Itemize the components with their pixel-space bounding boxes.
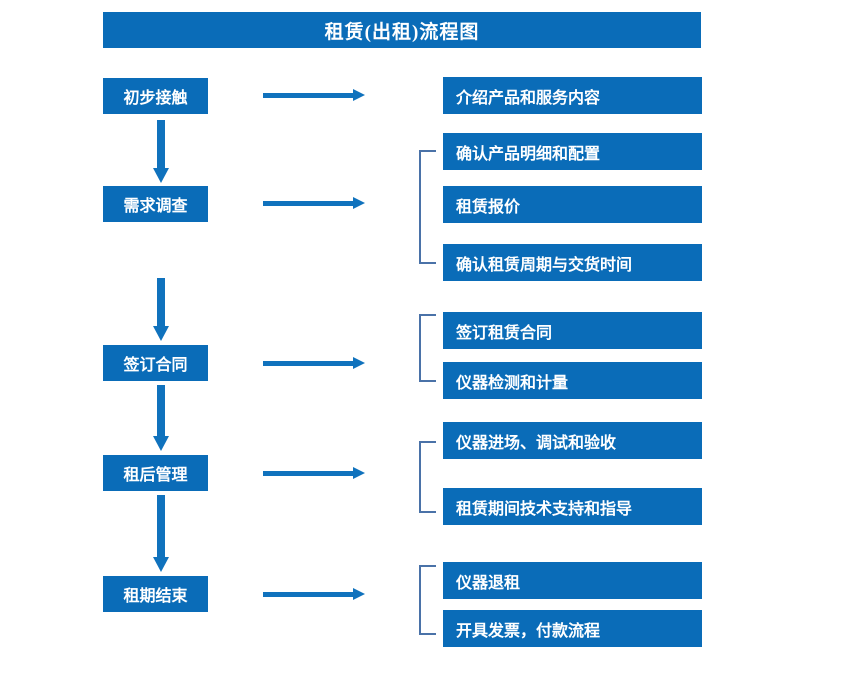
detail-box-2-1[interactable]: 确认产品明细和配置 <box>443 133 702 170</box>
detail-box-4-1[interactable]: 仪器进场、调试和验收 <box>443 422 702 459</box>
horizontal-arrow-4 <box>263 467 366 479</box>
page-title: 租赁(出租)流程图 <box>103 12 701 48</box>
stage-box-2[interactable]: 需求调查 <box>103 186 208 222</box>
group-bracket-4 <box>419 441 436 513</box>
vertical-arrow-4-5 <box>150 495 172 573</box>
vertical-arrow-2-3 <box>150 278 172 342</box>
horizontal-arrow-1 <box>263 89 366 101</box>
stage-box-5[interactable]: 租期结束 <box>103 576 208 612</box>
detail-box-3-1[interactable]: 签订租赁合同 <box>443 312 702 349</box>
vertical-arrow-1-2 <box>150 120 172 184</box>
detail-box-5-1[interactable]: 仪器退租 <box>443 562 702 599</box>
horizontal-arrow-3 <box>263 357 366 369</box>
stage-box-4[interactable]: 租后管理 <box>103 455 208 491</box>
detail-box-1-1[interactable]: 介绍产品和服务内容 <box>443 77 702 114</box>
horizontal-arrow-2 <box>263 197 366 209</box>
horizontal-arrow-5 <box>263 588 366 600</box>
stage-box-3[interactable]: 签订合同 <box>103 345 208 381</box>
group-bracket-5 <box>419 565 436 635</box>
group-bracket-3 <box>419 314 436 382</box>
stage-box-1[interactable]: 初步接触 <box>103 78 208 114</box>
detail-box-2-2[interactable]: 租赁报价 <box>443 186 702 223</box>
detail-box-2-3[interactable]: 确认租赁周期与交货时间 <box>443 244 702 281</box>
detail-box-5-2[interactable]: 开具发票，付款流程 <box>443 610 702 647</box>
detail-box-4-2[interactable]: 租赁期间技术支持和指导 <box>443 488 702 525</box>
vertical-arrow-3-4 <box>150 385 172 452</box>
group-bracket-2 <box>419 150 436 264</box>
detail-box-3-2[interactable]: 仪器检测和计量 <box>443 362 702 399</box>
